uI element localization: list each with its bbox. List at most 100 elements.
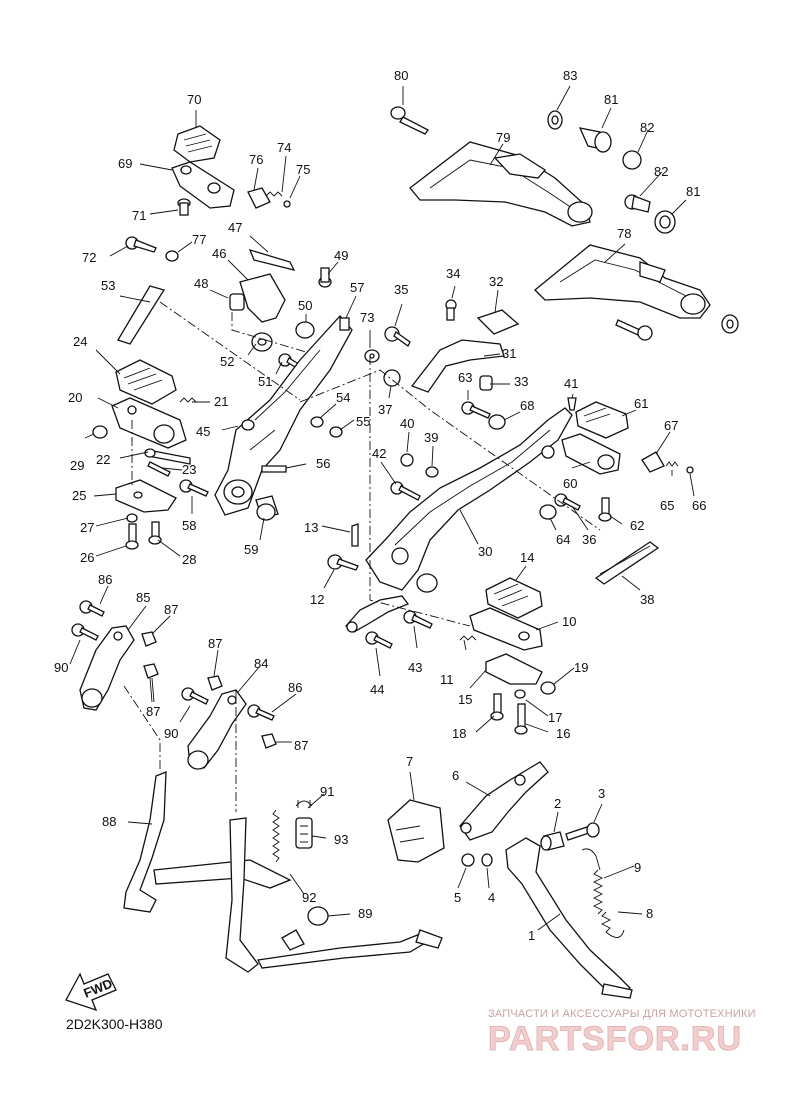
bolt-90-right xyxy=(181,687,209,705)
collar-68 xyxy=(488,414,506,430)
callout-4: 4 xyxy=(488,890,495,905)
callout-52: 52 xyxy=(220,354,234,369)
callout-81: 81 xyxy=(604,92,618,107)
bolt-80-top xyxy=(390,106,429,135)
callout-68: 68 xyxy=(520,398,534,413)
callout-2: 2 xyxy=(554,796,561,811)
callout-80: 80 xyxy=(394,68,408,83)
spring-8 xyxy=(600,911,625,938)
callout-69: 69 xyxy=(118,156,132,171)
bolt-72 xyxy=(125,236,157,253)
collar-37 xyxy=(383,369,401,387)
spring-21 xyxy=(179,397,197,403)
callout-20: 20 xyxy=(68,390,82,405)
nut-87-d xyxy=(261,733,277,749)
callout-63: 63 xyxy=(458,370,472,385)
callout-57: 57 xyxy=(350,280,364,295)
callout-31: 31 xyxy=(502,346,516,361)
spring-11 xyxy=(459,635,477,641)
bolt-43 xyxy=(403,610,433,629)
passenger-footrest-bracket-79 xyxy=(409,141,593,227)
cover-93 xyxy=(295,817,313,849)
callout-43: 43 xyxy=(408,660,422,675)
callout-3: 3 xyxy=(598,786,605,801)
callout-47: 47 xyxy=(228,220,242,235)
washer-39 xyxy=(425,466,439,478)
callout-22: 22 xyxy=(96,452,110,467)
callout-34: 34 xyxy=(446,266,460,281)
damper-89 xyxy=(307,906,329,926)
callout-15: 15 xyxy=(458,692,472,707)
bolt-63 xyxy=(461,401,491,419)
passenger-footrest-bracket-78 xyxy=(534,244,711,319)
footrest-69 xyxy=(171,161,235,209)
bolt-80-bottom xyxy=(615,319,653,341)
callout-82: 82 xyxy=(640,120,654,135)
nut-87-c xyxy=(207,675,223,691)
callout-87d: 87 xyxy=(294,738,308,753)
callout-70: 70 xyxy=(187,92,201,107)
ball-75 xyxy=(283,200,291,208)
callout-37: 37 xyxy=(378,402,392,417)
plate-67 xyxy=(641,451,665,473)
callout-53: 53 xyxy=(101,278,115,293)
callout-50: 50 xyxy=(298,298,312,313)
leader-lines xyxy=(69,85,695,931)
callout-19: 19 xyxy=(574,660,588,675)
bolt-90-left xyxy=(71,623,99,641)
footrest-20 xyxy=(111,397,187,449)
callout-21: 21 xyxy=(214,394,228,409)
callout-90b: 90 xyxy=(164,726,178,741)
callout-93: 93 xyxy=(334,832,348,847)
callout-75: 75 xyxy=(296,162,310,177)
bolt-56 xyxy=(261,465,287,473)
pin-22 xyxy=(144,448,191,465)
plate-32 xyxy=(476,309,520,335)
footrest-rubber-24 xyxy=(115,359,177,405)
callout-48: 48 xyxy=(194,276,208,291)
fwd-arrow-icon: FWD xyxy=(65,972,117,1012)
washer-83-top xyxy=(547,110,563,130)
bolt-62 xyxy=(598,497,612,522)
footrest-bracket-30 xyxy=(365,407,573,593)
ball-66 xyxy=(686,466,694,474)
callout-83: 83 xyxy=(563,68,577,83)
washer-73 xyxy=(364,349,380,363)
callout-55: 55 xyxy=(356,414,370,429)
washer-54 xyxy=(310,416,324,428)
callout-91: 91 xyxy=(320,784,334,799)
callout-24: 24 xyxy=(73,334,87,349)
bolt-44 xyxy=(365,631,393,649)
bolt-16 xyxy=(514,703,528,735)
callout-84: 84 xyxy=(254,656,268,671)
pin-77 xyxy=(165,250,179,262)
footrest-rubber-14 xyxy=(485,577,543,619)
callout-88: 88 xyxy=(102,814,116,829)
callout-78: 78 xyxy=(617,226,631,241)
heel-plate-53 xyxy=(117,285,166,345)
callout-46: 46 xyxy=(212,246,226,261)
center-stand-88 xyxy=(123,771,443,973)
bolt-28 xyxy=(148,521,162,545)
stand-bracket-lower xyxy=(281,929,305,951)
bolt-34 xyxy=(445,299,457,321)
callout-71: 71 xyxy=(132,208,146,223)
sidestand-1 xyxy=(505,837,633,999)
nut-5 xyxy=(461,853,475,867)
collar-50 xyxy=(295,321,315,339)
pin-23 xyxy=(147,461,171,477)
callout-8: 8 xyxy=(646,906,653,921)
bushing-81-top xyxy=(578,127,612,153)
callout-44: 44 xyxy=(370,682,384,697)
plate-15 xyxy=(485,653,543,685)
pin-82-top xyxy=(622,150,642,170)
sidestand-switch-6 xyxy=(459,761,549,841)
callout-27: 27 xyxy=(80,520,94,535)
callout-86b: 86 xyxy=(288,680,302,695)
callout-81b: 81 xyxy=(686,184,700,199)
nut-40 xyxy=(400,453,414,467)
callout-23: 23 xyxy=(182,462,196,477)
plate-76 xyxy=(247,187,271,209)
callout-64: 64 xyxy=(556,532,570,547)
